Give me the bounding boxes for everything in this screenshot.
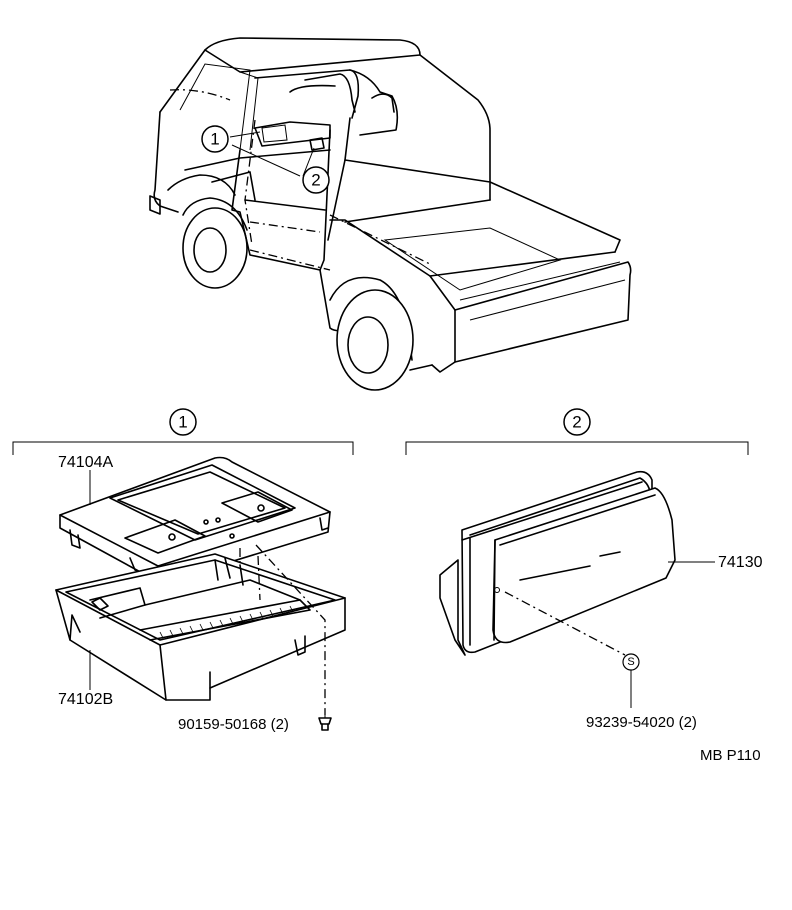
assembly-line-2 [504,591,626,656]
vehicle-illustration: 1 2 [149,37,632,391]
screw-symbol: S [627,656,634,668]
part-label-93239: 93239-54020 (2) [586,714,697,731]
section-1-marker: 1 [178,413,187,432]
diagram-code: MB P110 [700,747,761,764]
section-2-header: 2 [405,408,749,455]
part-label-74102b: 74102B [58,691,113,708]
vehicle-callout-circle-2 [302,166,330,194]
vehicle-callout-circle-1 [201,125,229,153]
ashtray-drawing [439,470,676,656]
screw-90159 [318,714,332,731]
part-label-74104a: 74104A [58,454,113,471]
lower-tray-drawing [55,553,346,701]
part-label-74130: 74130 [718,554,763,571]
section-1-header: 1 [12,408,354,455]
part-label-90159: 90159-50168 (2) [178,716,289,733]
vehicle-callout-2: 2 [311,171,320,190]
vehicle-callout-1: 1 [210,130,219,149]
assembly-lines-1 [239,544,326,715]
section-2-marker: 2 [572,413,581,432]
